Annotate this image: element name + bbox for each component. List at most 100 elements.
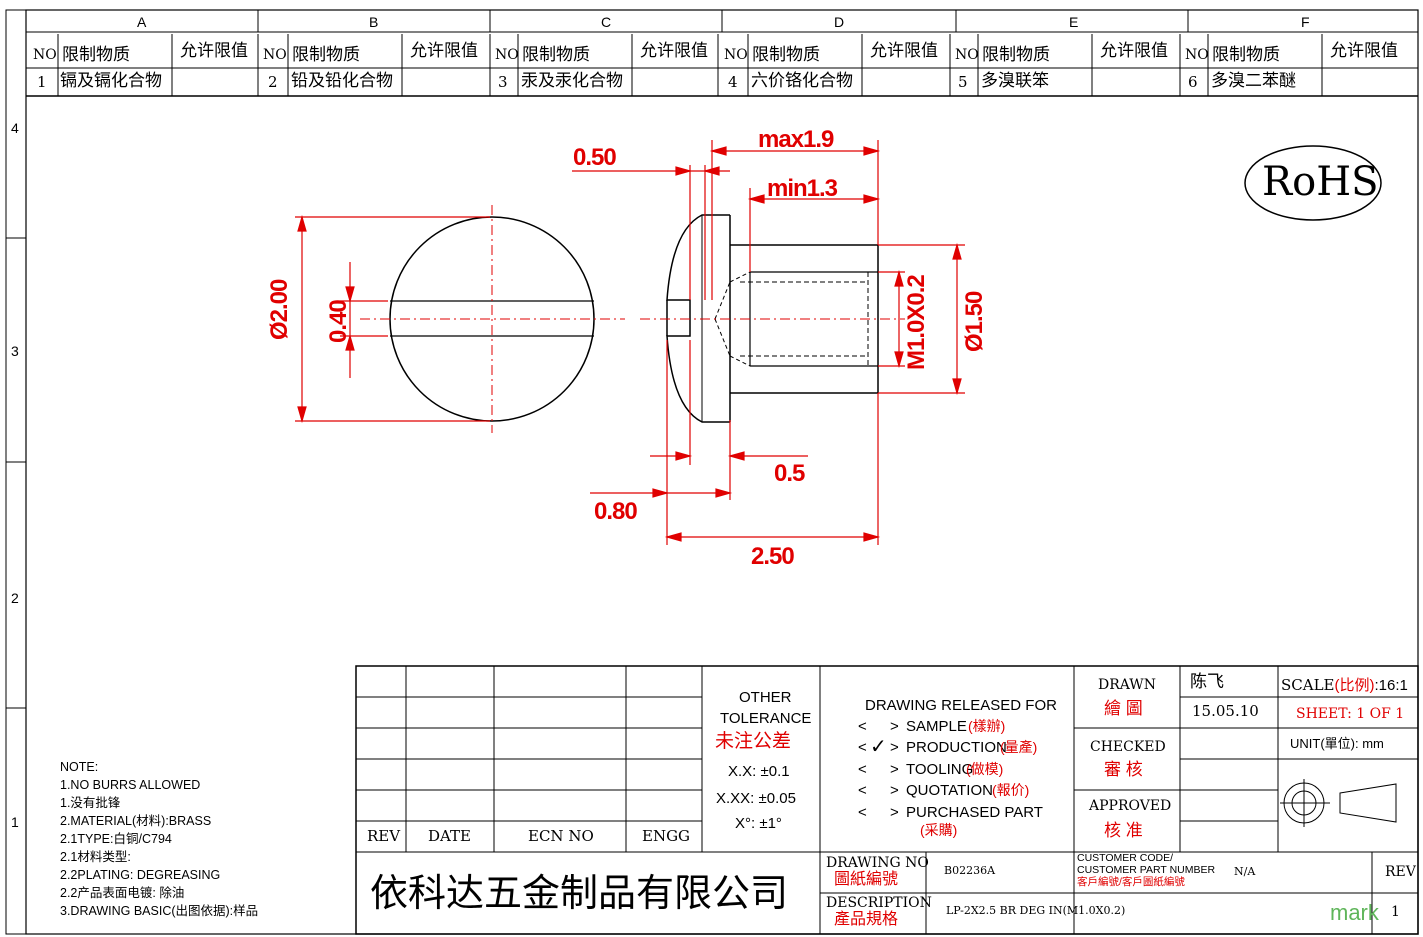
header-substance: 限制物质	[292, 45, 360, 64]
note-line: 2.2产品表面电镀: 除油	[60, 886, 185, 900]
date-header: DATE	[428, 827, 471, 845]
header-limit: 允许限值	[1330, 41, 1398, 60]
company-name: 依科达五金制品有限公司	[370, 871, 789, 915]
zone-label-4: 4	[11, 120, 19, 136]
rev-header: REV	[367, 827, 401, 845]
row-substance: 六价铬化合物	[751, 71, 853, 90]
dim-shank-diameter: Ø1.50	[961, 291, 988, 352]
zone-label-3: 3	[11, 343, 19, 359]
note-line: 1.NO BURRS ALLOWED	[60, 778, 201, 792]
note-line: 2.1TYPE:白铜/C794	[60, 832, 172, 846]
tolerance-x-xx: X.XX: ±0.05	[716, 790, 796, 807]
tolerance-title-2: TOLERANCE	[720, 710, 812, 727]
engg-header: ENGG	[642, 827, 691, 845]
row-substance: 汞及汞化合物	[521, 71, 623, 90]
scale-value: :16:1	[1374, 677, 1408, 694]
header-substance: 限制物质	[1212, 45, 1280, 64]
row-substance: 镉及镉化合物	[60, 71, 162, 90]
zone-label-b: B	[369, 14, 379, 30]
release-label-cn: (做模)	[966, 761, 1004, 777]
dim-head-thickness: 0.5	[774, 460, 805, 487]
row-no: 4	[728, 73, 738, 91]
ecn-header: ECN NO	[528, 827, 594, 845]
scale-cell: SCALE(比例):16:1	[1281, 674, 1408, 695]
header-no: NO	[724, 47, 748, 63]
sheet-number: SHEET: 1 OF 1	[1296, 706, 1405, 722]
row-no: 5	[958, 73, 968, 91]
description-label: DESCRIPTION	[826, 895, 932, 911]
check-icon: ✓	[870, 736, 887, 758]
release-title: DRAWING RELEASED FOR	[865, 697, 1057, 714]
zone-label-1: 1	[11, 814, 19, 830]
note-line: 3.DRAWING BASIC(出图依据):样品	[60, 904, 259, 918]
customer-label-1: CUSTOMER CODE/	[1077, 852, 1174, 864]
drawn-date: 15.05.10	[1192, 702, 1259, 720]
customer-value: N/A	[1234, 865, 1256, 878]
checked-label: CHECKED	[1090, 739, 1166, 755]
header-no: NO	[955, 47, 979, 63]
dim-thread: M1.0X0.2	[903, 275, 930, 370]
dim-head-diameter: Ø2.00	[266, 279, 293, 340]
description-label-cn: 產品規格	[834, 911, 899, 928]
header-limit: 允许限值	[640, 41, 708, 60]
release-label-cn: (樣辦)	[968, 718, 1006, 734]
note-line: NOTE:	[60, 760, 99, 774]
dim-total-length: 2.50	[751, 543, 795, 570]
header-limit: 允许限值	[180, 41, 248, 60]
drawn-label-cn: 繪 圖	[1104, 699, 1143, 718]
release-label: PURCHASED PART	[906, 804, 1043, 821]
drawn-by: 陈飞	[1190, 672, 1224, 691]
note-line: 1.没有批锋	[60, 796, 121, 810]
row-no: 1	[37, 73, 47, 91]
header-no: NO	[263, 47, 287, 63]
description-value: LP-2X2.5 BR DEG IN(M1.0X0.2)	[946, 904, 1126, 917]
dim-min-length: min1.3	[767, 175, 838, 202]
front-view	[360, 205, 625, 433]
header-no: NO	[495, 47, 519, 63]
release-label-cn: (量產)	[1000, 739, 1038, 755]
projection-symbol	[1280, 779, 1397, 827]
customer-label-2: CUSTOMER PART NUMBER	[1077, 864, 1216, 876]
approved-label-cn: 核 准	[1104, 821, 1143, 840]
note-line: 2.2PLATING: DEGREASING	[60, 868, 221, 882]
header-substance: 限制物质	[982, 45, 1050, 64]
header-limit: 允许限值	[410, 41, 478, 60]
zone-label-e: E	[1069, 14, 1079, 30]
watermark: mark	[1330, 900, 1379, 925]
drawn-label: DRAWN	[1098, 677, 1156, 693]
release-label: QUOTATION	[906, 782, 993, 799]
zone-label-c: C	[601, 14, 612, 30]
release-label: TOOLING	[906, 761, 974, 778]
dim-head-length: 0.80	[594, 498, 638, 525]
tolerance-title-1: OTHER	[739, 689, 792, 706]
tolerance-x-x: X.X: ±0.1	[728, 763, 790, 780]
dim-head-gap: 0.50	[573, 144, 617, 171]
header-no: NO	[1185, 47, 1209, 63]
customer-label-cn: 客戶編號/客戶圖紙編號	[1077, 876, 1185, 888]
drawing-notes: NOTE: 1.NO BURRS ALLOWED 1.没有批锋 2.MATERI…	[60, 758, 258, 920]
rohs-mark	[1244, 145, 1382, 221]
release-label-cn: (報价)	[992, 782, 1030, 798]
release-label-cn: (采購)	[920, 822, 958, 838]
release-label: SAMPLE	[906, 718, 967, 735]
row-substance: 多溴二苯醚	[1211, 71, 1296, 90]
rohs-label: RoHS	[1262, 159, 1379, 205]
dim-max-length: max1.9	[758, 126, 834, 153]
header-substance: 限制物质	[522, 45, 590, 64]
header-limit: 允许限值	[1100, 41, 1168, 60]
unit-label: UNIT(單位): mm	[1290, 736, 1384, 751]
drawing-no-label-cn: 圖紙編號	[834, 871, 899, 888]
zone-label-d: D	[834, 14, 845, 30]
row-substance: 铅及铅化合物	[291, 71, 393, 90]
drawing-no-label: DRAWING NO	[826, 855, 929, 871]
drawing-no-value: B02236A	[944, 864, 996, 877]
approved-label: APPROVED	[1089, 798, 1172, 814]
header-substance: 限制物质	[62, 45, 130, 64]
header-no: NO	[33, 47, 57, 63]
header-limit: 允许限值	[870, 41, 938, 60]
rev-value: 1	[1391, 904, 1400, 920]
tolerance-title-cn: 未注公差	[715, 731, 792, 752]
row-no: 2	[268, 73, 278, 91]
zone-label-a: A	[137, 14, 147, 30]
scale-label-cn: (比例)	[1334, 677, 1375, 694]
